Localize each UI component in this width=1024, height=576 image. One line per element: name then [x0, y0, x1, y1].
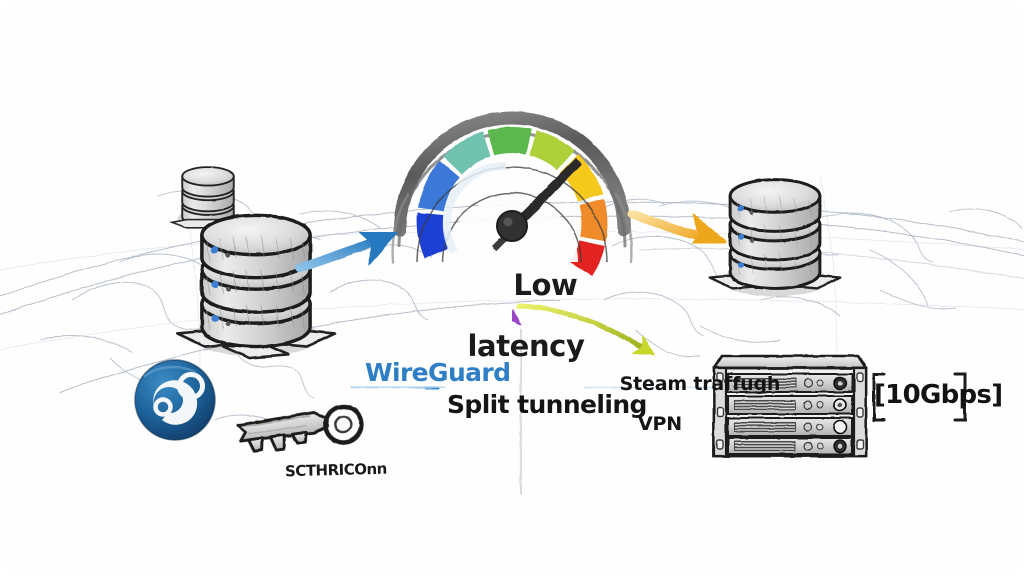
bandwidth-brackets: [872, 372, 967, 422]
bandwidth-label: [10Gbps]: [874, 380, 1003, 410]
gauge-title: Low latency: [466, 240, 586, 423]
steam-logo: [134, 359, 216, 441]
key-caption: SCTHRICOnn: [284, 459, 388, 481]
database-left: [175, 213, 337, 360]
key-icon: [236, 404, 364, 453]
traffic-label: Steam traffugh VPN: [594, 355, 781, 475]
traffic-label-line1: Steam traffugh: [619, 372, 781, 395]
arrow-tunnel-vertical: [504, 308, 523, 496]
database-right: [708, 178, 842, 297]
protocol-label: WireGuard: [365, 358, 511, 387]
routing-label: Split tunneling: [447, 390, 647, 419]
arrow-gauge-to-db: [627, 209, 729, 254]
traffic-label-line2: VPN: [638, 412, 682, 435]
gauge-title-line2: latency: [467, 329, 585, 364]
server-rack: [712, 354, 868, 458]
arrow-db-to-gauge: [295, 227, 400, 273]
arrow-curve-lime: [516, 303, 656, 356]
gauge-title-line1: Low: [513, 268, 578, 303]
